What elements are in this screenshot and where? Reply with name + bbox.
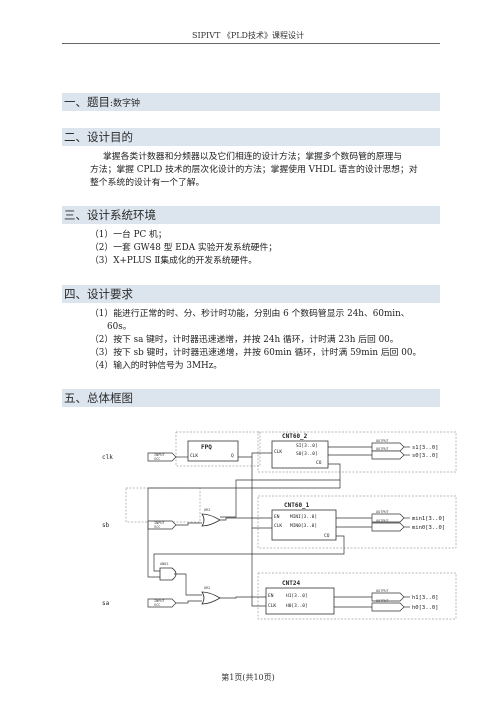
or-gate-2-label: OR2 bbox=[204, 586, 210, 590]
cnt24-port-h0: H0[3..0] bbox=[286, 603, 308, 609]
req-item-1-cont: 60s。 bbox=[107, 322, 132, 332]
cnt24-block bbox=[265, 587, 335, 615]
wires bbox=[147, 446, 372, 608]
output-label-s1: s1[3..0] bbox=[412, 445, 439, 451]
input-sb-tag2: VCC bbox=[154, 525, 160, 529]
output-label-min1: min1[3..0] bbox=[412, 516, 445, 522]
cnt60-1-title: CNT60_1 bbox=[284, 502, 310, 509]
block-diagram: clk sb sa INPUT VCC INPUT VCC INPUT VCC … bbox=[102, 431, 457, 620]
output-tag-min0: OUTPUT bbox=[376, 519, 390, 523]
output-buffer-s0 bbox=[371, 450, 405, 460]
req-item-1: （1）能进行正常的时、分、秒计时功能，分别由 6 个数码管显示 24h、60mi… bbox=[90, 309, 410, 319]
page-footer: 第1页(共10页) bbox=[221, 673, 275, 682]
output-label-h0: h0[3..0] bbox=[412, 605, 439, 611]
section-topic-suffix: :数字钟 bbox=[110, 99, 141, 109]
env-item-2: （2）一套 GW48 型 EDA 实验开发系统硬件； bbox=[90, 243, 278, 253]
section-requirements-heading: 四、设计要求 bbox=[62, 285, 440, 303]
header-rule bbox=[62, 43, 440, 44]
cnt60-2-port-s1: SI[3..0] bbox=[296, 443, 318, 449]
input-sb-tag: INPUT bbox=[154, 521, 165, 525]
env-item-3: （3）X+PLUS Ⅱ集成化的开发系统硬件。 bbox=[90, 256, 258, 266]
cnt24-port-en: EN bbox=[268, 593, 274, 599]
output-buffer-s1 bbox=[371, 442, 405, 452]
purpose-line-3: 整个系统的设计有一个了解。 bbox=[90, 178, 205, 188]
cnt60-1-port-min0: MIN0[3..0] bbox=[290, 523, 317, 529]
and-gate bbox=[159, 567, 177, 581]
cnt60-2-port-co: CO bbox=[316, 460, 322, 466]
input-clk-label: clk bbox=[102, 454, 113, 461]
purpose-line-1: 掌握各类计数器和分频器以及它们相连的设计方法；掌握多个数码管的原理与 bbox=[103, 152, 403, 162]
or-gate-1 bbox=[201, 513, 221, 527]
fpq-block bbox=[187, 440, 239, 462]
cnt60-1-block bbox=[271, 509, 337, 541]
cnt24-port-clk: CLK bbox=[268, 603, 276, 609]
cnt60-1-port-clk: CLK bbox=[274, 523, 282, 529]
input-clk-tag2: VCC bbox=[154, 457, 160, 461]
output-buffer-h0 bbox=[371, 602, 405, 612]
page-header: SIPIVT 《PLD技术》课程设计 bbox=[192, 31, 304, 40]
cnt60-1-port-mini: MINI[3..0] bbox=[290, 514, 317, 520]
input-sb-label: sb bbox=[102, 522, 110, 529]
fpq-port: CLK bbox=[190, 453, 198, 459]
req-item-3: （3）按下 sb 键时，计时器迅速递增，并按 60min 循环，计时满 59mi… bbox=[90, 348, 422, 358]
output-tag-min1: OUTPUT bbox=[376, 510, 390, 514]
fpq-pin: Q bbox=[231, 453, 234, 459]
cnt24-title: CNT24 bbox=[282, 580, 300, 587]
output-label-s0: s0[3..0] bbox=[412, 453, 439, 459]
cnt60-2-block bbox=[271, 440, 329, 469]
output-buffer-min1 bbox=[371, 513, 405, 523]
or-gate-1-label: OR2 bbox=[204, 508, 210, 512]
output-buffer-h1 bbox=[371, 592, 405, 602]
input-sa-buffer bbox=[147, 598, 177, 608]
output-tag-h0: OUTPUT bbox=[376, 599, 390, 603]
section-topic: 一、题目:数字钟 bbox=[62, 93, 440, 111]
section-purpose-heading: 二、设计目的 bbox=[62, 128, 440, 146]
output-buffer-min0 bbox=[371, 522, 405, 532]
input-clk-buffer bbox=[147, 452, 177, 462]
env-item-1: （1）一台 PC 机； bbox=[90, 230, 167, 240]
cnt60-2-port-clk: CLK bbox=[274, 449, 282, 455]
cnt24-port-h1: H1[3..0] bbox=[286, 593, 308, 599]
section-block-diagram-heading: 五、总体框图 bbox=[62, 389, 440, 407]
and-gate-label: AND2 bbox=[160, 562, 168, 566]
purpose-line-2: 方法；掌握 CPLD 技术的层次化设计的方法；掌握使用 VHDL 语言的设计思想… bbox=[90, 165, 418, 175]
cnt60-2-port-s0: S0[3..0] bbox=[296, 451, 318, 457]
or-gate-2 bbox=[201, 591, 221, 605]
input-sa-label: sa bbox=[102, 600, 110, 607]
cnt60-1-port-co: CO bbox=[324, 533, 330, 539]
input-clk-tag: INPUT bbox=[154, 453, 165, 457]
output-tag-s0: OUTPUT bbox=[376, 447, 390, 451]
section-environment-heading: 三、设计系统环境 bbox=[62, 206, 440, 224]
output-tag-h1: OUTPUT bbox=[376, 589, 390, 593]
input-sa-tag2: VCC bbox=[154, 603, 160, 607]
req-item-2: （2）按下 sa 键时，计时器迅速递增，并按 24h 循环，计时满 23h 后回… bbox=[90, 335, 399, 345]
cnt60-2-title: CNT60_2 bbox=[282, 433, 308, 440]
output-label-min0: min0[3..0] bbox=[412, 525, 445, 531]
cnt60-1-port-en: EN bbox=[274, 514, 280, 520]
section-topic-heading: 一、题目 bbox=[64, 95, 110, 109]
input-sa-tag: INPUT bbox=[154, 599, 165, 603]
output-label-h1: h1[3..0] bbox=[412, 595, 439, 601]
output-tag-s1: OUTPUT bbox=[376, 439, 390, 443]
req-item-4: （4）输入的时钟信号为 3MHz。 bbox=[90, 361, 223, 371]
fpq-title: FPQ bbox=[201, 444, 212, 451]
